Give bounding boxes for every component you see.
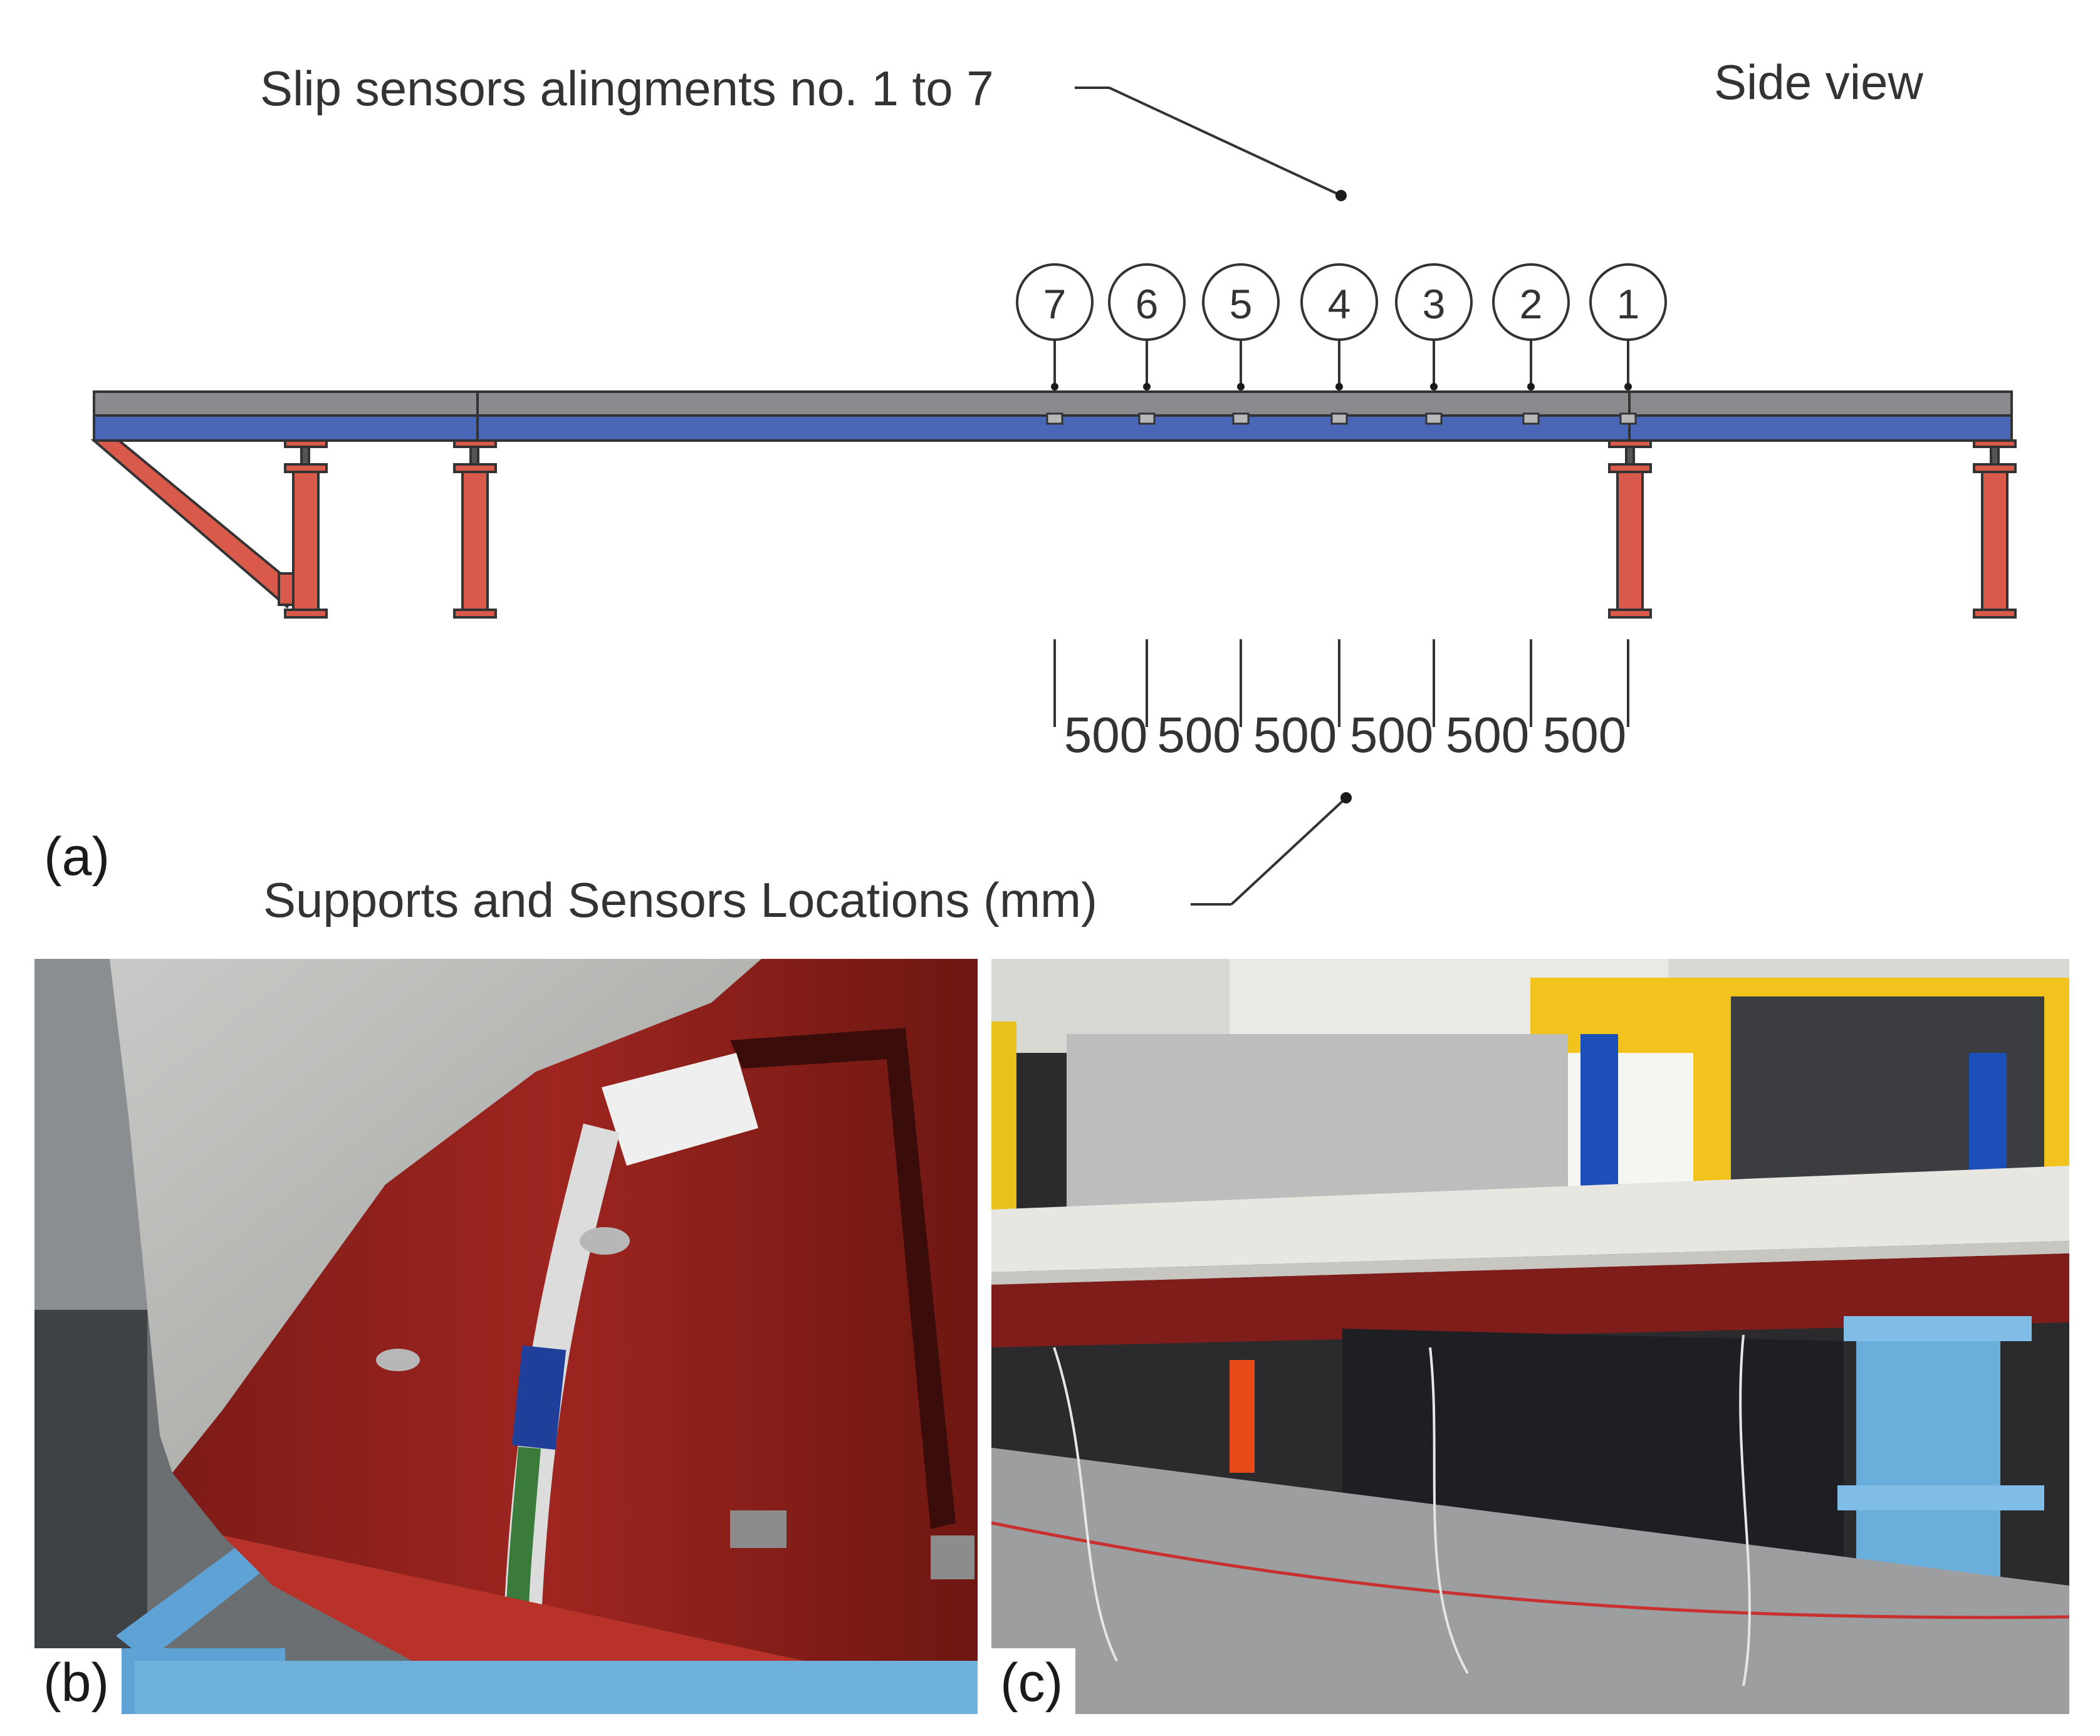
sensor-pad: [1425, 412, 1443, 425]
test-rig-illustration: [991, 959, 2069, 1714]
sensor-closeup-illustration: [34, 959, 978, 1714]
support-post: [1616, 471, 1644, 611]
sensor-pad: [1232, 412, 1250, 425]
sensor-number: 4: [1328, 281, 1351, 327]
dimension-label: 500: [1157, 707, 1240, 763]
sensor-pad: [1046, 412, 1063, 425]
support-post: [1981, 471, 2009, 611]
panel-label-c: (c): [991, 1648, 1076, 1714]
sensor-number: 1: [1617, 281, 1640, 327]
diagonal-strut: [90, 439, 301, 609]
sensor-number: 2: [1520, 281, 1543, 327]
sensor-number: 6: [1136, 281, 1159, 327]
sensor-pad: [1330, 412, 1348, 425]
photo-b: (b): [34, 959, 978, 1714]
sensor-pad: [1619, 412, 1637, 425]
photo-c: (c): [991, 959, 2069, 1714]
panel-label-a: (a): [44, 827, 110, 887]
dimension-label: 500: [1446, 707, 1529, 763]
sensor-number: 3: [1423, 281, 1446, 327]
sensor-pad: [1138, 412, 1156, 425]
sensor-number: 5: [1230, 281, 1253, 327]
diagram-heading: Slip sensors alingments no. 1 to 7: [260, 61, 994, 116]
support-base: [453, 609, 497, 619]
sensor-dot: [1237, 383, 1245, 390]
heading-leader-dot: [1335, 190, 1347, 201]
dimension-label: 500: [1064, 707, 1147, 763]
footer-leader-diagonal: [1230, 797, 1347, 906]
supports: [90, 439, 2017, 619]
support-neck: [300, 446, 310, 466]
view-label: Side view: [1714, 55, 1923, 110]
support-neck: [1990, 446, 2000, 466]
support-post: [461, 471, 489, 611]
sensor-dot: [1430, 383, 1438, 390]
concrete-slab: [93, 390, 2013, 417]
sensor-dot: [1624, 383, 1632, 390]
support-base: [1973, 609, 2017, 619]
sensor-dot: [1143, 383, 1151, 390]
heading-leader-diagonal: [1109, 86, 1342, 197]
sensor-markers: 7 6 5 4 3 2 1: [1016, 263, 1667, 425]
footer-leader-dot: [1340, 792, 1352, 803]
diagram-footer: Supports and Sensors Locations (mm): [263, 872, 1097, 928]
dimension-label: 500: [1253, 707, 1337, 763]
sensor-dot: [1335, 383, 1343, 390]
sensor-dot: [1051, 383, 1058, 390]
panel-label-b: (b): [34, 1648, 122, 1714]
sensor-pad: [1522, 412, 1540, 425]
dimension-label: 500: [1350, 707, 1433, 763]
support-neck: [1625, 446, 1635, 466]
support-post: [292, 471, 320, 611]
dimension-label: 500: [1543, 707, 1626, 763]
support-base: [1608, 609, 1652, 619]
side-view-diagram: Slip sensors alingments no. 1 to 7 Side …: [90, 55, 2017, 928]
support-base: [284, 609, 328, 619]
sensor-number: 7: [1043, 281, 1067, 327]
sensor-dot: [1527, 383, 1535, 390]
support-neck: [469, 446, 479, 466]
